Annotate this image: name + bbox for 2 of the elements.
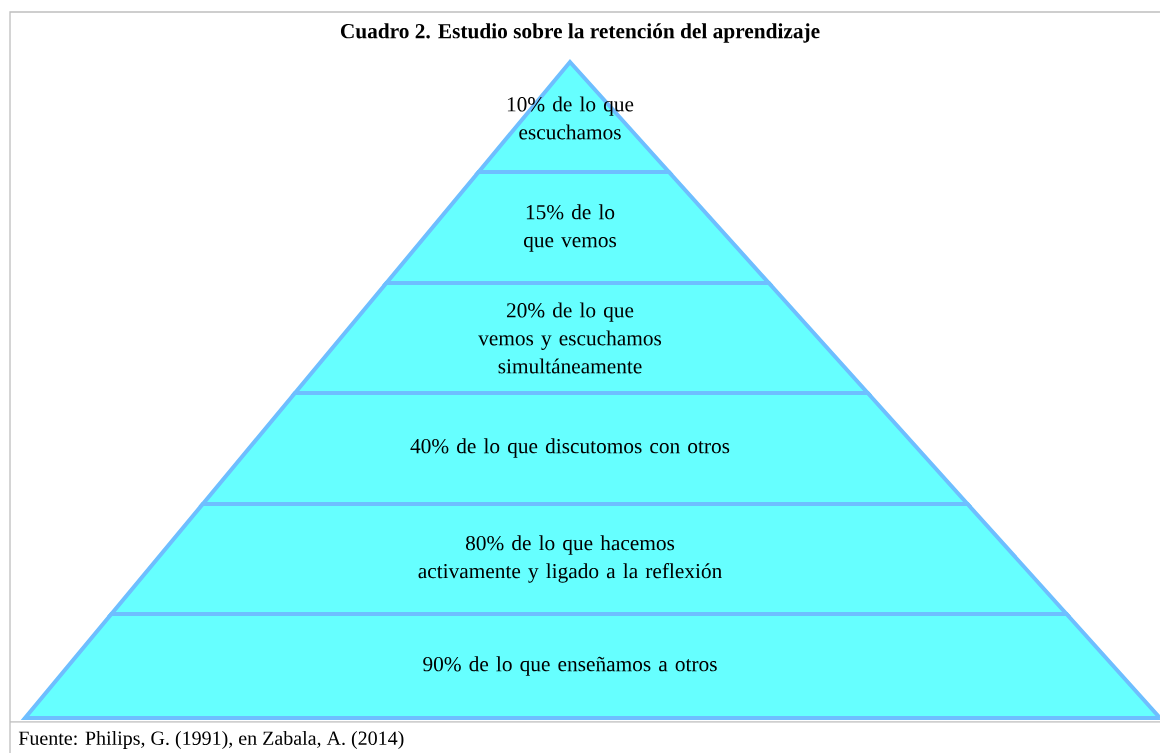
title: Cuadro 2. Estudio sobre la retención del aprendizaje: [340, 23, 820, 43]
source-note: Fuente: Philips, G. (1991), en Zabala, A. (2014): [18, 730, 404, 750]
